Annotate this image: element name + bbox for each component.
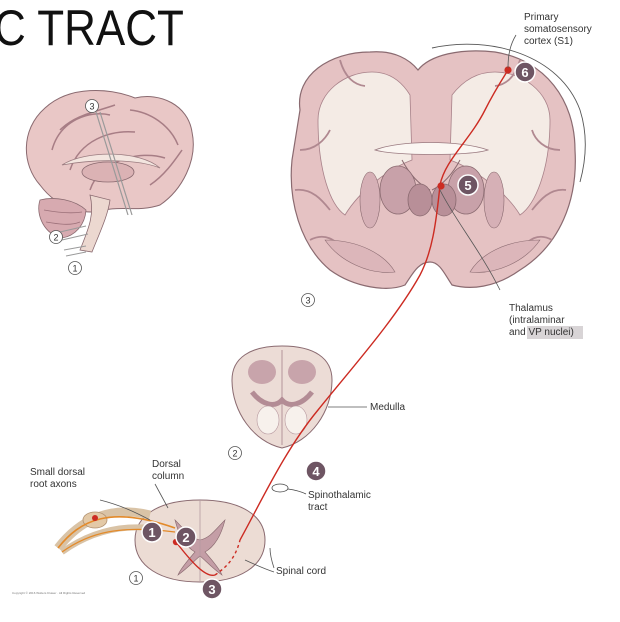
medulla-section <box>231 345 333 449</box>
leader-lines <box>154 34 517 573</box>
label-spinal-cord: Spinal cord <box>276 566 327 577</box>
step-number-3: 3 <box>208 582 215 597</box>
coronal-section <box>290 43 586 289</box>
section-marker-medulla: 2 <box>228 446 242 460</box>
section-marker-text: 2 <box>232 449 237 459</box>
section-marker-text: 2 <box>53 233 58 243</box>
copyright-note: Copyright © 2016 Wolters Kluwer · All Ri… <box>12 591 86 595</box>
step-badge-2: 2 <box>175 526 197 548</box>
spinothalamic-pathway <box>172 66 512 576</box>
step-number-5: 5 <box>464 178 471 193</box>
step-number-4: 4 <box>312 464 320 479</box>
section-marker-coronal: 3 <box>301 293 315 307</box>
step-badge-3: 3 <box>201 578 223 600</box>
section-marker-sagittal-mid: 2 <box>49 230 63 244</box>
step-number-2: 2 <box>182 530 189 545</box>
section-marker-spinal: 1 <box>129 571 143 585</box>
step-number-1: 1 <box>148 525 155 540</box>
page-title: C TRACT <box>0 0 184 56</box>
step-badge-4: 4 <box>305 460 327 482</box>
label-spinothalamic-tract: Spinothalamic tract <box>308 490 371 513</box>
step-badge-6: 6 <box>514 61 536 83</box>
tract-ring <box>271 483 289 493</box>
section-marker-text: 3 <box>305 296 310 306</box>
step-badge-1: 1 <box>141 521 163 543</box>
section-marker-text: 1 <box>72 264 77 274</box>
section-marker-sagittal-top: 3 <box>85 99 99 113</box>
label-thalamus: Thalamus (intralaminar and VP nuclei) <box>509 303 574 338</box>
sagittal-brain <box>25 89 194 257</box>
step-badge-5: 5 <box>457 174 479 196</box>
label-small-dorsal-root-axons: Small dorsal root axons <box>30 467 86 490</box>
tract-leader <box>287 488 307 495</box>
step-number-6: 6 <box>521 65 528 80</box>
section-marker-sagittal-bottom: 1 <box>68 261 82 275</box>
section-marker-text: 1 <box>133 574 138 584</box>
label-medulla: Medulla <box>370 402 406 413</box>
section-marker-text: 3 <box>89 102 94 112</box>
label-primary-s1: Primary somatosensory cortex (S1) <box>524 12 592 47</box>
label-dorsal-column: Dorsal column <box>152 459 185 482</box>
